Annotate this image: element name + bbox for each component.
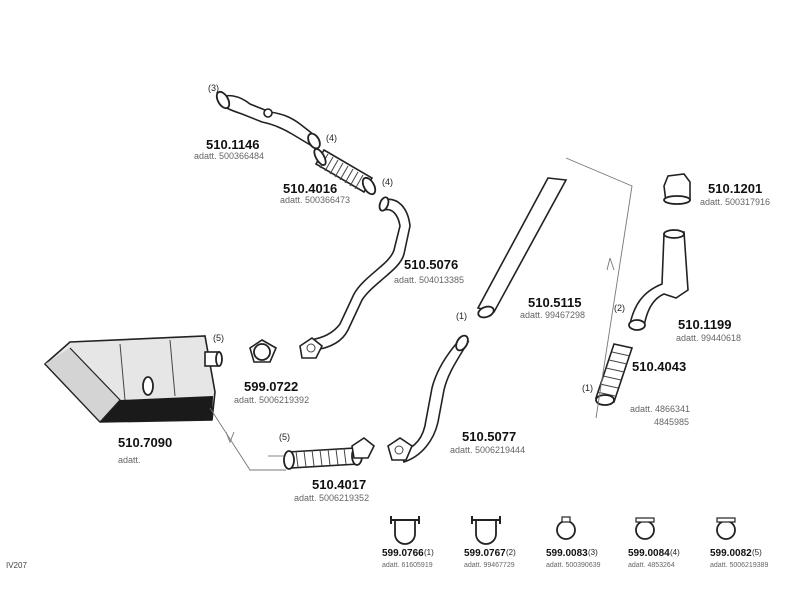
part-reference: adatt. 5006219352 bbox=[294, 493, 370, 503]
band-clamp-icon bbox=[716, 517, 736, 540]
cap-510-1201 bbox=[663, 173, 691, 205]
clamp-reference: adatt. 61605919 bbox=[382, 562, 433, 569]
part-code: 599.0722 bbox=[244, 379, 299, 394]
u-bolt-clamp-icon bbox=[471, 516, 501, 545]
diagram-id: IV207 bbox=[6, 561, 27, 570]
position-marker: (1) bbox=[582, 383, 593, 393]
pipe-510-5115 bbox=[476, 177, 568, 319]
part-code: 510.7090 bbox=[118, 435, 173, 450]
pipe-510-1146 bbox=[215, 90, 321, 150]
position-marker: (4) bbox=[382, 177, 393, 187]
part-code: 510.1146 bbox=[206, 137, 260, 152]
clamp-reference: adatt. 99467729 bbox=[464, 562, 515, 569]
part-reference: adatt. 99467298 bbox=[520, 310, 586, 320]
part-code: 510.4016 bbox=[283, 181, 338, 196]
pipe-510-5077 bbox=[387, 334, 470, 463]
elbow-510-1199 bbox=[628, 229, 689, 331]
clamp-position: (3) bbox=[588, 548, 598, 557]
assembly-guide-lines bbox=[209, 157, 633, 471]
muffler-510-7090 bbox=[43, 335, 223, 423]
part-reference: adatt. 99440618 bbox=[676, 333, 742, 343]
flex-hose-510-4043 bbox=[594, 343, 634, 406]
clamp-code: 599.0766 bbox=[382, 548, 424, 559]
part-reference: adatt. 500366484 bbox=[194, 151, 265, 161]
clamp-position: (2) bbox=[506, 548, 516, 557]
position-marker: (4) bbox=[326, 133, 337, 143]
position-marker: (2) bbox=[614, 303, 625, 313]
part-reference: adatt. 500317916 bbox=[700, 197, 771, 207]
band-clamp-icon bbox=[635, 517, 655, 540]
part-code: 510.5115 bbox=[528, 295, 582, 310]
part-code: 510.4043 bbox=[632, 359, 687, 374]
pipe-510-5076 bbox=[299, 196, 411, 359]
clamp-code: 599.0767 bbox=[464, 548, 506, 559]
part-reference: adatt. bbox=[118, 455, 141, 465]
clamp-position: (1) bbox=[424, 548, 434, 557]
u-bolt-clamp-icon bbox=[390, 516, 420, 545]
clamp-599-0722 bbox=[249, 339, 278, 363]
part-reference-alt: 4845985 bbox=[654, 417, 690, 427]
band-clamp-icon bbox=[556, 516, 576, 540]
part-reference: adatt. 504013385 bbox=[394, 275, 465, 285]
clamp-code: 599.0084 bbox=[628, 548, 670, 559]
clamp-code: 599.0082 bbox=[710, 548, 752, 559]
part-code: 510.5077 bbox=[462, 429, 517, 444]
clamp-code: 599.0083 bbox=[546, 548, 588, 559]
part-reference: adatt. 5006219392 bbox=[234, 395, 310, 405]
position-marker: (5) bbox=[213, 333, 224, 343]
part-code: 510.5076 bbox=[404, 257, 459, 272]
part-code: 510.1199 bbox=[678, 317, 732, 332]
clamp-reference: adatt. 5006219389 bbox=[710, 562, 769, 569]
clamp-position: (4) bbox=[670, 548, 680, 557]
position-marker: (1) bbox=[456, 311, 467, 321]
flex-hose-510-4016 bbox=[313, 148, 377, 196]
flex-hose-510-4017 bbox=[283, 437, 376, 470]
position-marker: (5) bbox=[279, 432, 290, 442]
part-code: 510.1201 bbox=[708, 181, 763, 196]
position-marker: (3) bbox=[208, 83, 219, 93]
part-reference: adatt. 4866341 bbox=[630, 404, 691, 414]
part-code: 510.4017 bbox=[312, 477, 367, 492]
part-reference: adatt. 5006219444 bbox=[450, 445, 526, 455]
clamp-position: (5) bbox=[752, 548, 762, 557]
clamp-reference: adatt. 4853264 bbox=[628, 562, 675, 569]
clamp-reference: adatt. 500390639 bbox=[546, 562, 601, 569]
part-reference: adatt. 500366473 bbox=[280, 195, 351, 205]
